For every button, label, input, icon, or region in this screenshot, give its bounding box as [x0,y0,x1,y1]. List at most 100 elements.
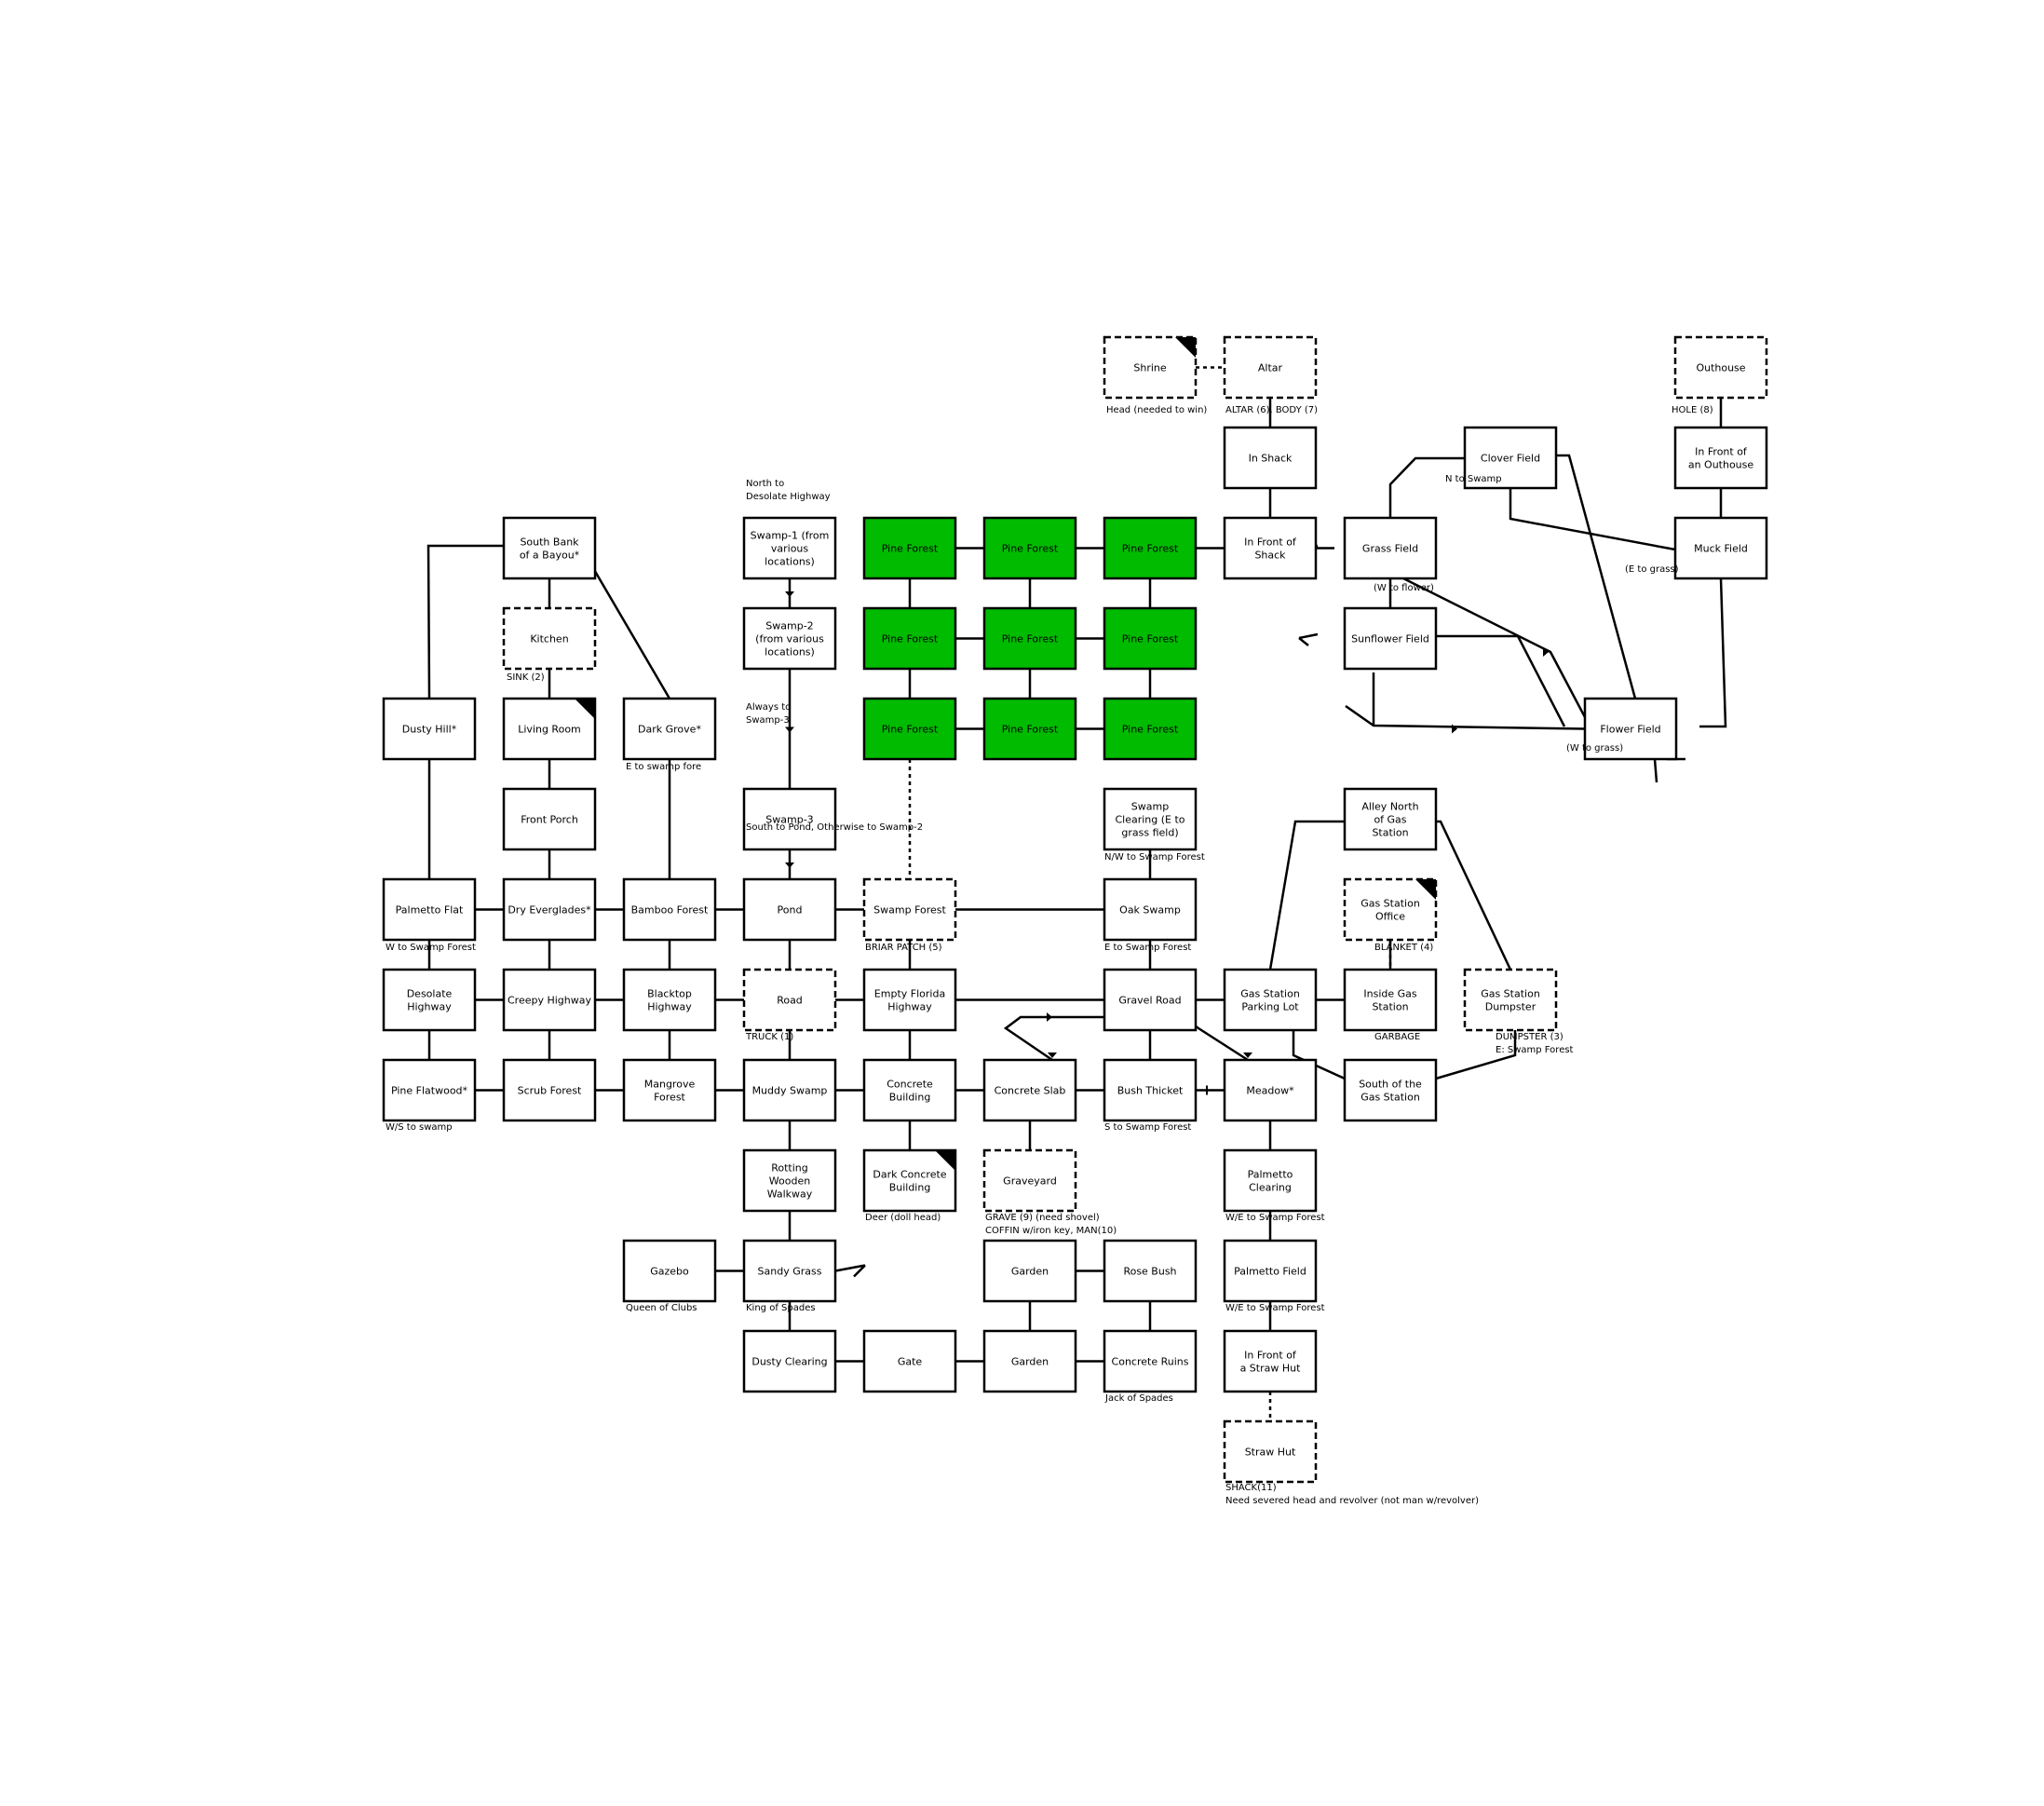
room-shrine: Shrine [1103,335,1198,400]
arrow-head [1452,724,1457,734]
room-label: In Front of [1244,536,1297,549]
note-coffin: COFFIN w/iron key, MAN(10) [985,1226,1117,1236]
branch-path [1402,577,1587,718]
room-living-room: Living Room [502,697,597,761]
room-label: Clearing [1249,1182,1292,1194]
room-pine-3a: Pine Forest [862,697,957,761]
room-box [622,968,717,1032]
arrow-head [1243,1052,1252,1058]
room-box [1223,1058,1318,1122]
room-label: (from various [755,633,824,645]
note-north-to-desolate-2: Desolate Highway [746,492,831,502]
note-briar-patch: BRIAR PATCH (5) [865,943,942,953]
branch-path [1436,820,1512,971]
room-box [1673,335,1768,400]
room-meadow: Meadow* [1223,1058,1318,1122]
room-box [622,697,717,761]
note-e-to-swamp-fore: E to swamp fore [626,762,701,772]
room-label: of a Bayou* [520,550,580,562]
room-label: Dusty Hill* [402,724,457,736]
room-box [742,787,837,851]
room-label: Altar [1258,362,1283,374]
arrow-head [1047,1012,1052,1022]
room-label: In Front of [1695,446,1748,458]
room-box [862,606,957,671]
room-box [502,697,597,761]
note-always-swamp3-2: Swamp-3 [746,715,790,726]
room-graveyard: Graveyard [982,1148,1077,1213]
room-bush-thicket: Bush Thicket [1103,1058,1198,1122]
room-box [742,1239,837,1303]
room-box [862,1058,957,1122]
note-w-to-swamp-forest: W to Swamp Forest [386,943,476,953]
room-grass-field: Grass Field [1343,516,1438,580]
room-box [1223,1419,1318,1484]
room-label: Swamp-1 (from [751,530,830,542]
room-box [742,968,837,1032]
room-label: Gas Station [1360,1092,1420,1104]
note-s-to-swamp-forest: S to Swamp Forest [1104,1122,1191,1133]
room-pine-2a: Pine Forest [862,606,957,671]
note-we-swamp-forest-1: W/E to Swamp Forest [1225,1213,1325,1223]
room-box [502,968,597,1032]
corner-marker-icon [575,699,595,719]
room-sandy-grass: Sandy Grass [742,1239,837,1303]
room-label: Pine Forest [1122,633,1179,645]
room-label: Dusty Clearing [751,1356,827,1368]
room-box [1343,877,1438,942]
room-label: In Front of [1244,1350,1297,1362]
note-garbage: GARBAGE [1374,1032,1420,1042]
room-label: Road [777,995,803,1007]
room-pine-1b: Pine Forest [982,516,1077,580]
room-scrub-forest: Scrub Forest [502,1058,597,1122]
connection-line [1516,635,1566,727]
room-box [742,606,837,671]
room-pond: Pond [742,877,837,942]
room-label: Rotting [771,1162,808,1175]
room-bamboo-forest: Bamboo Forest [622,877,717,942]
room-label: Graveyard [1003,1175,1057,1188]
room-gravel-road: Gravel Road [1103,968,1198,1032]
room-box [502,1058,597,1122]
room-box [1103,335,1198,400]
room-box [982,697,1077,761]
room-box [862,877,957,942]
room-box [622,1058,717,1122]
room-label: Highway [887,1001,932,1013]
room-label: Bush Thicket [1117,1085,1184,1097]
room-pine-3b: Pine Forest [982,697,1077,761]
room-road: Road [742,968,837,1032]
room-box [1223,1239,1318,1303]
branch-path [1268,820,1345,971]
room-box [1343,1058,1438,1122]
room-concrete-slab: Concrete Slab [982,1058,1077,1122]
room-box [1343,516,1438,580]
room-label: Gravel Road [1118,995,1181,1007]
note-truck: TRUCK (1) [745,1032,793,1042]
room-label: South Bank [520,536,579,549]
branch-path [1699,577,1727,728]
room-label: Gas Station [1240,988,1300,1000]
room-box [1343,787,1438,851]
room-label: locations) [765,556,815,568]
room-label: Muddy Swamp [752,1085,828,1097]
room-box [382,1058,477,1122]
room-box [502,516,597,580]
note-hole: HOLE (8) [1672,405,1713,415]
room-rose-bush: Rose Bush [1103,1239,1198,1303]
connection-line [853,1264,866,1278]
room-box [1673,426,1768,490]
room-label: Station [1372,827,1408,839]
room-label: Flower Field [1600,724,1660,736]
room-label: Building [889,1092,931,1104]
room-label: In Shack [1249,453,1293,465]
branch-path [1292,1030,1346,1080]
arrow-head [1543,647,1549,657]
branch-path [426,544,504,699]
room-box [1103,606,1198,671]
